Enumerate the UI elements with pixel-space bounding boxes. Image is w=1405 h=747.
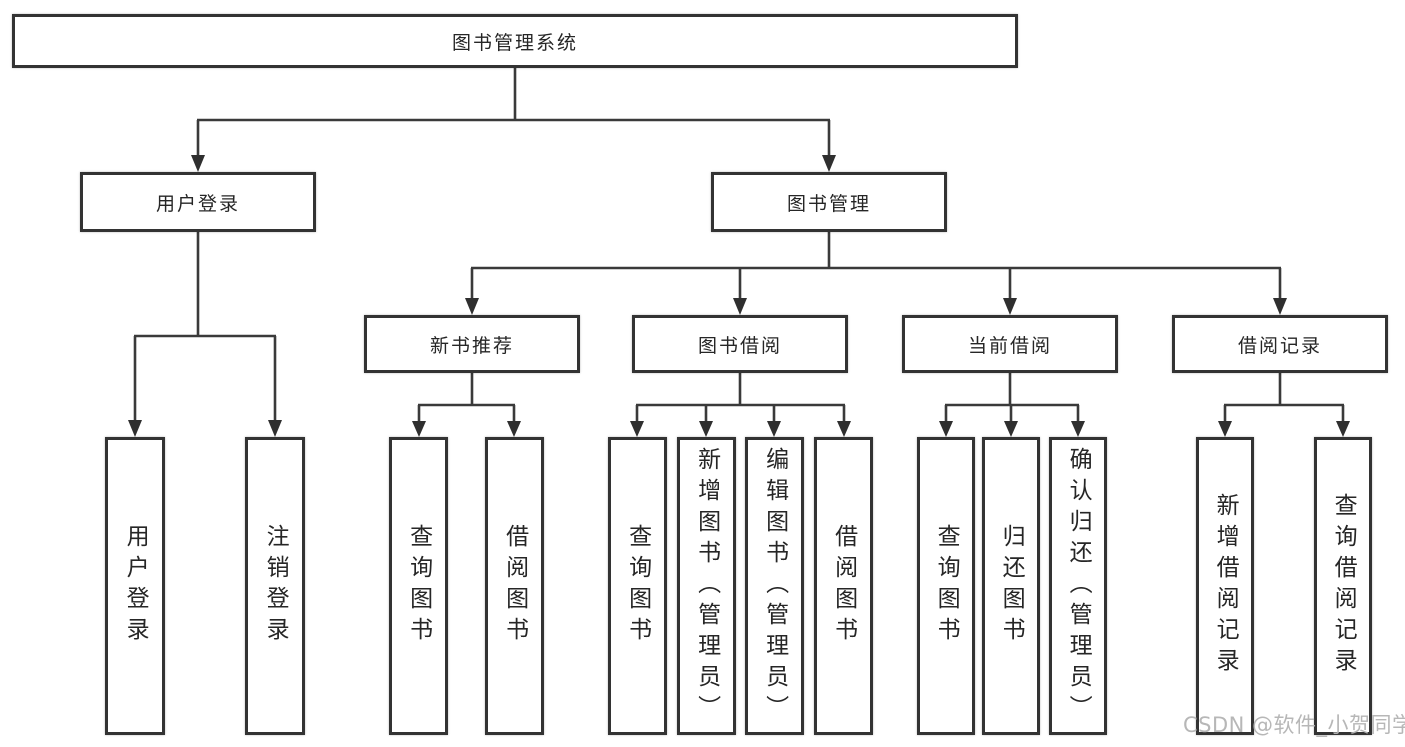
node-label: 新增图书（管理员） bbox=[693, 446, 720, 726]
node-label: 新书推荐 bbox=[429, 334, 514, 357]
node-book-management: 图书管理 bbox=[711, 172, 947, 232]
node-leaf-cb-query-books: 查询图书 bbox=[917, 437, 975, 735]
node-book-borrow: 图书借阅 bbox=[632, 315, 848, 373]
node-label: 查询图书 bbox=[933, 524, 960, 648]
node-label: 新增借阅记录 bbox=[1212, 493, 1239, 679]
node-label: 借阅图书 bbox=[501, 524, 528, 648]
node-leaf-cb-return-books: 归还图书 bbox=[982, 437, 1040, 735]
node-current-borrow: 当前借阅 bbox=[902, 315, 1118, 373]
node-label: 查询借阅记录 bbox=[1330, 493, 1357, 679]
node-leaf-logout: 注销登录 bbox=[245, 437, 305, 735]
node-leaf-bb-query-books: 查询图书 bbox=[608, 437, 667, 735]
node-leaf-cb-confirm-return-admin: 确认归还（管理员） bbox=[1049, 437, 1107, 735]
node-label: 确认归还（管理员） bbox=[1065, 446, 1092, 726]
node-leaf-bb-add-books-admin: 新增图书（管理员） bbox=[677, 437, 736, 735]
node-label: 借阅记录 bbox=[1237, 334, 1322, 357]
node-label: 用户登录 bbox=[155, 192, 240, 215]
node-leaf-user-login: 用户登录 bbox=[105, 437, 165, 735]
node-leaf-nb-borrow-books: 借阅图书 bbox=[485, 437, 544, 735]
node-label: 图书管理 bbox=[786, 192, 871, 215]
node-leaf-bb-borrow-books: 借阅图书 bbox=[814, 437, 873, 735]
node-new-book-recommend: 新书推荐 bbox=[364, 315, 580, 373]
node-library-system: 图书管理系统 bbox=[12, 14, 1018, 68]
node-borrow-record: 借阅记录 bbox=[1172, 315, 1388, 373]
node-label: 编辑图书（管理员） bbox=[761, 446, 788, 726]
node-label: 查询图书 bbox=[624, 524, 651, 648]
node-label: 查询图书 bbox=[405, 524, 432, 648]
node-label: 注销登录 bbox=[262, 524, 289, 648]
node-leaf-nb-query-books: 查询图书 bbox=[389, 437, 448, 735]
node-leaf-br-add-record: 新增借阅记录 bbox=[1196, 437, 1254, 735]
node-label: 借阅图书 bbox=[830, 524, 857, 648]
node-label: 用户登录 bbox=[122, 524, 149, 648]
node-label: 当前借阅 bbox=[967, 334, 1052, 357]
node-label: 图书管理系统 bbox=[451, 31, 578, 54]
node-user-login: 用户登录 bbox=[80, 172, 316, 232]
node-leaf-bb-edit-books-admin: 编辑图书（管理员） bbox=[745, 437, 804, 735]
node-leaf-br-query-record: 查询借阅记录 bbox=[1314, 437, 1372, 735]
node-label: 归还图书 bbox=[998, 524, 1025, 648]
watermark: CSDN @软件_小贺同学 bbox=[1183, 713, 1405, 737]
node-label: 图书借阅 bbox=[697, 334, 782, 357]
